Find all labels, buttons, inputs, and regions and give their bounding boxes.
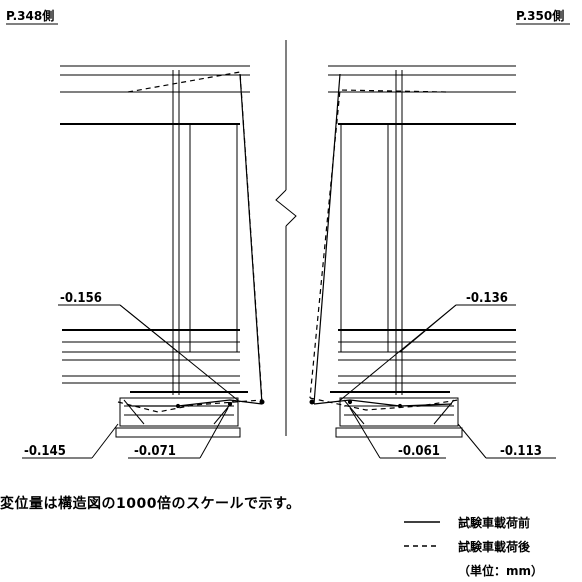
value-right-upper: -0.136 bbox=[466, 291, 508, 306]
break-line bbox=[275, 40, 297, 436]
unit-label: （単位：mm） bbox=[458, 564, 544, 578]
side-label-right: P.350側 bbox=[516, 8, 564, 23]
value-right-lower-inner: -0.061 bbox=[398, 444, 440, 459]
scale-note: 変位量は構造図の1000倍のスケールで示す。 bbox=[0, 496, 301, 512]
legend-before-label: 試験車載荷前 bbox=[458, 516, 531, 530]
value-left-lower-outer: -0.145 bbox=[24, 444, 66, 459]
side-label-left: P.348側 bbox=[6, 8, 54, 23]
right-structure bbox=[309, 65, 556, 459]
value-left-upper: -0.156 bbox=[60, 291, 102, 306]
value-left-lower-inner: -0.071 bbox=[134, 444, 176, 459]
legend-after-label: 試験車載荷後 bbox=[458, 540, 531, 554]
left-structure bbox=[22, 65, 265, 459]
value-right-lower-outer: -0.113 bbox=[500, 444, 542, 459]
